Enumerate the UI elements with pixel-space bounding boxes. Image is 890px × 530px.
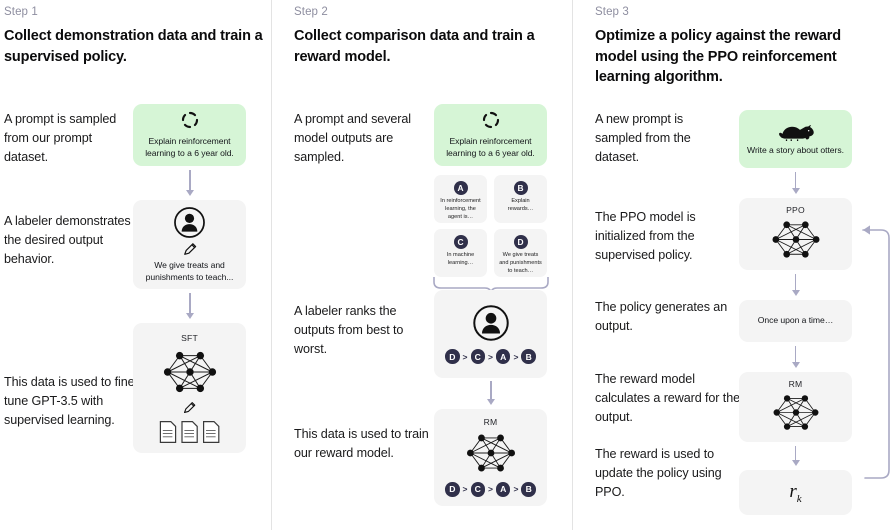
step-3-prompt-box: Write a story about otters.: [739, 110, 852, 168]
option-text-a: In reinforcement learning, the agent is…: [440, 198, 481, 220]
rm-rank-badge-4: B: [521, 482, 536, 497]
step-1-desc-3: This data is used to fine-tune GPT-3.5 w…: [4, 375, 139, 428]
rank-gt-icon: >: [488, 484, 493, 495]
step-3-arrow-4: [791, 446, 800, 466]
step-2-option-card-d: D We give treats and punishments to teac…: [494, 229, 547, 277]
rank-gt-icon: >: [488, 351, 493, 362]
step-1-sft-box: SFT: [133, 323, 246, 453]
step-2-option-card-c: C In machine learning…: [434, 229, 487, 277]
step-3-label: Step 3: [595, 6, 629, 18]
labeler-person-icon: [173, 206, 206, 239]
column-divider-2: [572, 0, 573, 530]
otter-icon: [777, 122, 815, 141]
step-2-prompt-caption: Explain reinforcement learning to a 6 ye…: [446, 136, 535, 158]
loading-spinner-icon: [481, 110, 501, 130]
rank-badge-3: A: [495, 349, 511, 364]
option-badge-b: B: [513, 181, 528, 195]
step-1-arrow-1: [186, 170, 195, 196]
step-3-reward-box: rk: [739, 470, 852, 515]
step-1-labeler-box: We give treats and punishments to teach.…: [133, 200, 246, 289]
step-2-arrow-2: [487, 381, 496, 405]
neural-network-icon: [462, 430, 520, 476]
step-2-option-card-a: A In reinforcement learning, the agent i…: [434, 175, 487, 223]
labeler-person-icon: [472, 304, 510, 342]
step-3-title: Optimize a policy against the reward mod…: [595, 28, 841, 86]
option-badge-d: D: [513, 235, 528, 249]
option-text-d: We give treats and punishments to teach…: [499, 252, 542, 274]
step-2-ranking-row: D > C > A > B: [445, 349, 536, 364]
step-1-label: Step 1: [4, 6, 38, 18]
reward-symbol: rk: [789, 480, 802, 505]
step-2-rm-box: RM: [434, 409, 547, 506]
step-3-output-box: Once upon a time…: [739, 300, 852, 342]
pencil-icon: [182, 241, 198, 257]
step-3-desc-5: The reward is used to update the policy …: [595, 447, 722, 500]
step-1-desc-2: A labeler demonstrates the desired outpu…: [4, 214, 131, 267]
step-1-prompt-caption: Explain reinforcement learning to a 6 ye…: [145, 136, 234, 158]
rank-gt-icon: >: [462, 484, 468, 495]
step-1-desc-1: A prompt is sampled from our prompt data…: [4, 112, 117, 165]
step-3-rm-box: RM: [739, 372, 852, 442]
rm-rank-badge-1: D: [445, 482, 460, 497]
loading-spinner-icon: [180, 110, 200, 130]
step-3-arrow-2: [791, 274, 800, 296]
step-3-output-caption: Once upon a time…: [757, 315, 834, 326]
rm-rank-badge-2: C: [470, 482, 486, 497]
option-badge-a: A: [453, 181, 468, 195]
step-3-desc-3: The policy generates an output.: [595, 300, 728, 334]
step-2-ranking-box: D > C > A > B: [434, 290, 547, 378]
step-2-prompt-box: Explain reinforcement learning to a 6 ye…: [434, 104, 547, 166]
rank-gt-icon: >: [462, 351, 468, 362]
step-3-ppo-box: PPO: [739, 198, 852, 270]
step-3-arrow-3: [791, 346, 800, 368]
step-1-column: Step 1 Collect demonstration data and tr…: [0, 0, 271, 530]
neural-network-icon: [159, 347, 221, 397]
step-2-rm-ranking-row: D > C > A > B: [445, 482, 536, 497]
option-text-b: Explain rewards…: [507, 198, 534, 212]
step-2-desc-3: This data is used to train our reward mo…: [294, 427, 429, 461]
documents-icon: [158, 420, 222, 444]
step-2-label: Step 2: [294, 6, 328, 18]
step-2-option-card-b: B Explain rewards…: [494, 175, 547, 223]
pencil-icon: [182, 400, 197, 415]
step-1-prompt-box: Explain reinforcement learning to a 6 ye…: [133, 104, 246, 166]
step-3-desc-4: The reward model calculates a reward for…: [595, 372, 741, 425]
step-1-arrow-2: [186, 293, 195, 319]
neural-network-icon: [769, 391, 823, 434]
step-3-ppo-title: PPO: [786, 205, 805, 215]
step-2-desc-1: A prompt and several model outputs are s…: [294, 112, 412, 165]
step-3-prompt-caption: Write a story about otters.: [747, 144, 844, 155]
step-3-feedback-loop-arrow: [851, 222, 890, 497]
neural-network-icon: [768, 217, 824, 262]
step-3-column: Step 3 Optimize a policy against the rew…: [573, 0, 890, 530]
step-3-desc-2: The PPO model is initialized from the su…: [595, 210, 696, 263]
rank-badge-1: D: [445, 349, 460, 364]
step-2-title: Collect comparison data and train a rewa…: [294, 28, 535, 65]
rank-gt-icon: >: [513, 484, 519, 495]
step-3-arrow-1: [791, 172, 800, 194]
column-divider-1: [271, 0, 272, 530]
step-1-sft-title: SFT: [181, 333, 198, 343]
step-1-title: Collect demonstration data and train a s…: [4, 28, 263, 65]
step-3-desc-1: A new prompt is sampled from the dataset…: [595, 112, 691, 165]
step-2-column: Step 2 Collect comparison data and train…: [272, 0, 573, 530]
step-3-rm-title: RM: [788, 379, 803, 389]
option-text-c: In machine learning…: [446, 252, 475, 266]
rank-badge-4: B: [521, 349, 536, 364]
step-1-labeler-caption: We give treats and punishments to teach.…: [145, 259, 234, 282]
step-2-rm-title: RM: [483, 417, 498, 427]
rank-badge-2: C: [470, 349, 486, 364]
option-badge-c: C: [453, 235, 468, 249]
step-2-desc-2: A labeler ranks the outputs from best to…: [294, 304, 404, 357]
rm-rank-badge-3: A: [495, 482, 511, 497]
rank-gt-icon: >: [513, 351, 519, 362]
